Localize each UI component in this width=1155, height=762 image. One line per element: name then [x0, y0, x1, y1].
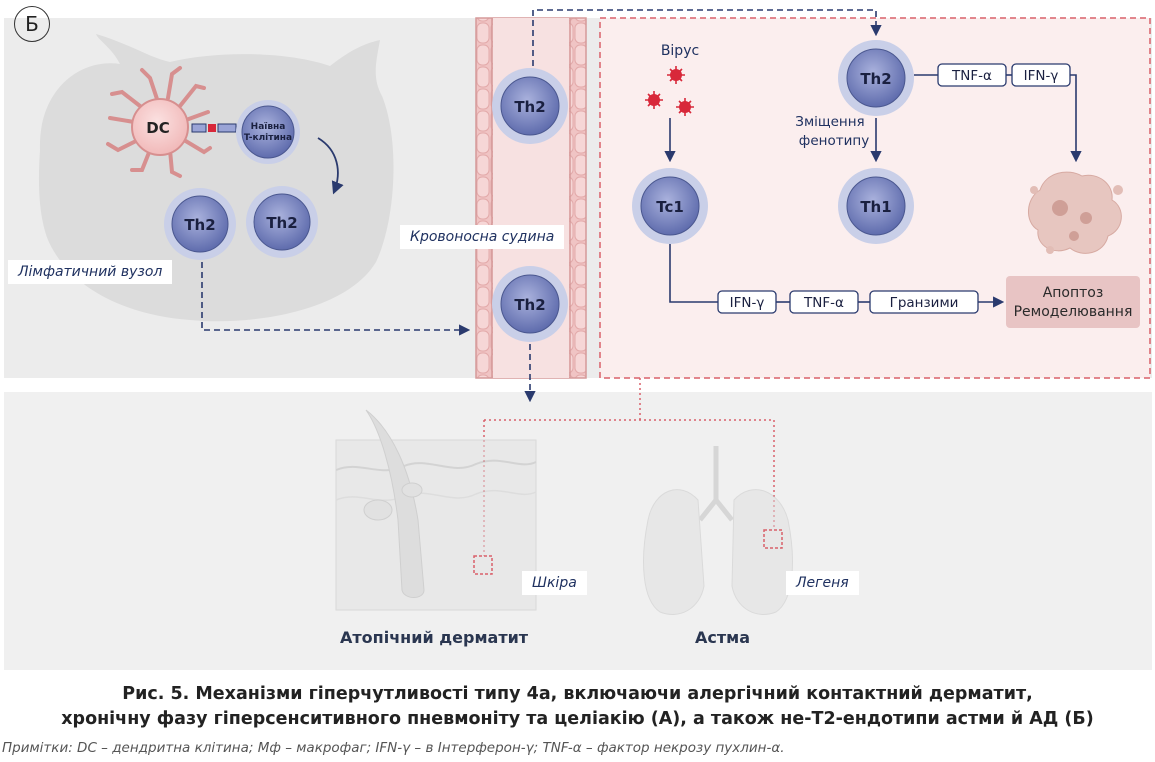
naive-t-cell-label-line2: T-клітина [244, 132, 292, 143]
tc1-label: Tc1 [656, 198, 684, 216]
figure-caption-line1: Рис. 5. Механізми гіперчутливості типу 4… [122, 684, 1033, 704]
figure-caption-line2: хронічну фазу гіперсенситивного пневмоні… [61, 709, 1094, 729]
outcome-line1: Апоптоз [1043, 285, 1104, 301]
lungs-illustration [643, 446, 793, 615]
dc-label: DC [146, 119, 169, 137]
panel-label: Б [14, 6, 50, 42]
tnf-label-top: TNF-α [951, 68, 992, 84]
dendritic-cell [106, 66, 212, 178]
th2-vessel-top-label: Th2 [514, 98, 545, 116]
ifn-label-top: IFN-γ [1024, 68, 1059, 84]
atopic-dermatitis-label: Атопічний дерматит [340, 628, 529, 647]
differentiation-arrow [317, 137, 344, 195]
th2-tissue-label: Th2 [860, 70, 891, 88]
lung-label: Легеня [786, 571, 859, 595]
phenotype-shift-label-line1: Зміщення [795, 114, 864, 130]
th2-vessel-bottom-label: Th2 [514, 296, 545, 314]
skin-focus-marker [473, 555, 493, 575]
virus-label: Вірус [661, 43, 699, 59]
skin-illustration [335, 409, 537, 611]
th1-label: Th1 [860, 198, 891, 216]
bottom-panel-background [4, 392, 1152, 670]
lung-focus-marker [763, 529, 783, 549]
apoptotic-cell-icon [1028, 171, 1123, 254]
lymph-node-label: Лімфатичний вузол [8, 260, 173, 284]
phenotype-shift-label-line2: фенотипу [799, 133, 869, 149]
granzymes-label: Гранзими [890, 295, 959, 311]
skin-label: Шкіра [522, 571, 587, 595]
naive-t-cell-label-line1: Наївна [251, 122, 286, 132]
tnf-label-bottom: TNF-α [803, 295, 844, 311]
figure-note: Примітки: DC – дендритна клітина; Мф – м… [2, 740, 785, 756]
blood-vessel-label: Кровоносна судина [400, 225, 565, 249]
migration-path-node-to-vessel [201, 262, 471, 336]
ifn-label-bottom: IFN-γ [730, 295, 765, 311]
th2-node-1-label: Th2 [184, 216, 215, 234]
outcome-line2: Ремоделювання [1014, 304, 1133, 320]
th2-node-2-label: Th2 [266, 214, 297, 232]
virus-icon [645, 66, 694, 116]
migration-path-vessel-to-tissue [532, 9, 882, 66]
asthma-label: Астма [695, 628, 751, 647]
outcome-box [1006, 276, 1140, 328]
tissue-link-dotted [483, 378, 775, 556]
receptor-bridge [191, 123, 237, 133]
